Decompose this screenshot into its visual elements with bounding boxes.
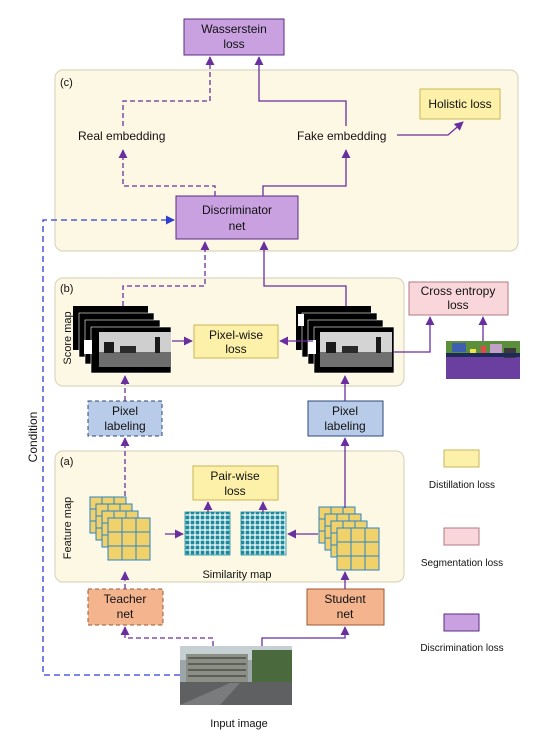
pairwise-loss-label-2: loss [224, 484, 245, 498]
student-feature-map [318, 506, 380, 571]
feature-map-cell [121, 517, 137, 533]
legend-discrimination-swatch [443, 613, 480, 632]
pixel-labeling-right-box [307, 400, 384, 437]
legend-distillation-swatch [443, 449, 480, 468]
legend-distillation-label: Distillation loss [429, 480, 495, 491]
feature-map-cell [364, 541, 380, 557]
input-to-student-arrow [261, 626, 350, 646]
pixel-labeling-left-label-1: Pixel [112, 404, 138, 418]
student-net-label-2: net [337, 607, 354, 621]
panel-label-a: (a) [60, 456, 73, 468]
panel-label-b: (b) [60, 283, 73, 295]
student-score-to-crossentropy-arrow [394, 316, 435, 353]
condition-arrow [42, 215, 180, 676]
student-net-box [306, 588, 385, 626]
cross-entropy-loss-label-2: loss [447, 298, 468, 312]
teacher-feature-map [89, 496, 151, 561]
feature-map-cell [107, 531, 123, 547]
wasserstein-loss-label-2: loss [223, 37, 244, 51]
feature-map-cell [107, 545, 123, 561]
disc-to-real-embedding-arrow [118, 149, 216, 196]
legend-segmentation-swatch [443, 527, 480, 546]
feature-map-cell [121, 545, 137, 561]
feature-map-cell [135, 517, 151, 533]
holistic-loss-label: Holistic loss [428, 97, 491, 111]
feature-map-cell [364, 527, 380, 543]
pixelwise-loss-label-2: loss [225, 342, 246, 356]
discriminator-net-box [175, 195, 299, 240]
panel-label-c: (c) [60, 77, 73, 89]
pixel-labeling-right-label-2: labeling [324, 419, 365, 433]
similarity-map-label: Similarity map [202, 569, 271, 581]
legend-discrimination-label: Discrimination loss [420, 643, 503, 654]
wasserstein-loss-label-1: Wasserstein [201, 22, 267, 36]
student-similarity-map [240, 511, 287, 556]
pixelwise-loss-label-1: Pixel-wise [209, 328, 263, 342]
real-embedding-label: Real embedding [78, 129, 165, 143]
student-score-to-disc-arrow [259, 241, 347, 306]
input-image-label: Input image [210, 718, 267, 730]
pairwise-loss-label-1: Pair-wise [210, 469, 260, 483]
discriminator-net-label-2: net [229, 219, 246, 233]
teacher-similarity-map [184, 511, 231, 556]
feature-map-cell [336, 527, 352, 543]
feature-map-cell [350, 541, 366, 557]
input-image [180, 646, 292, 705]
real-to-wasserstein-arrow [122, 56, 215, 126]
cross-entropy-loss-label-1: Cross entropy [421, 284, 496, 298]
pairwise-loss-box [192, 465, 279, 501]
pixel-labeling-left-label-2: labeling [104, 419, 145, 433]
fake-to-holistic-arrow [397, 121, 464, 136]
discriminator-net-label-1: Discriminator [202, 203, 272, 217]
feature-map-cell [336, 555, 352, 571]
feature-map-cell [135, 545, 151, 561]
teacher-score-to-disc-arrow [122, 241, 210, 306]
segmentation-ground-truth-image [446, 341, 520, 379]
feature-map-cell [336, 541, 352, 557]
holistic-loss-box [419, 88, 501, 120]
feature-map-cell [350, 555, 366, 571]
fake-to-wasserstein-arrow [254, 56, 347, 126]
teacher-net-label-2: net [117, 607, 134, 621]
teacher-score-map-stack [73, 306, 172, 374]
student-score-map-stack [296, 306, 395, 374]
disc-to-fake-embedding-arrow [262, 149, 351, 196]
condition-label: Condition [26, 412, 40, 463]
feature-map-label: Feature map [62, 497, 74, 559]
feature-map-cell [107, 517, 123, 533]
fake-embedding-label: Fake embedding [297, 129, 386, 143]
teacher-net-label-1: Teacher [104, 592, 147, 606]
score-map-label: Score map [62, 311, 74, 364]
pixel-labeling-right-label-1: Pixel [332, 404, 358, 418]
wasserstein-loss-box [183, 18, 285, 56]
input-to-teacher-arrow [120, 626, 214, 646]
pixel-labeling-left-box [87, 400, 163, 437]
feature-map-cell [364, 555, 380, 571]
student-net-label-1: Student [324, 592, 366, 606]
cross-entropy-loss-box [408, 281, 509, 316]
feature-map-cell [121, 531, 137, 547]
pixelwise-loss-box [193, 324, 279, 359]
panel-c [54, 69, 519, 252]
feature-map-cell [350, 527, 366, 543]
feature-map-cell [135, 531, 151, 547]
legend-segmentation-label: Segmentation loss [421, 558, 503, 569]
